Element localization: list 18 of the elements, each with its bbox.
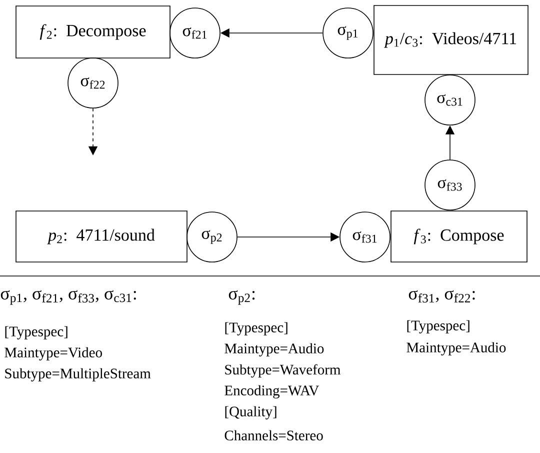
sigma-list-heading: σ$_{p2}$: [228,290,255,305]
process-box: p$_{2}$: 4711/sound [16,210,188,262]
attribute-text: Encoding=WAV [224,385,319,398]
attribute-text: Maintype=Audio [224,343,324,356]
process-box: f$_{2}$: Decompose [16,6,170,58]
attribute-text: Subtype=Waveform [225,364,341,378]
process-box: f$_{3}$: Compose [390,210,528,262]
attribute-text: Subtype=MultipleStream [5,368,151,382]
attribute-text: [Typespec] [225,322,288,336]
attribute-text: Maintype=Audio [406,342,506,356]
attribute-text: [Typespec] [407,320,470,334]
process-box: p$_{1}$/c$_{3}$: Videos/4711 [374,5,528,75]
sigma-list-heading: σ$_{f31}$, σ$_{f22}$: [408,290,475,302]
attribute-text: [Quality] [225,406,276,420]
sigma-list-heading: σ$_{p1}$, σ$_{f21}$, σ$_{f33}$, σ$_{c31}$: [0,290,136,305]
attribute-text: Channels=Stereo [224,430,323,440]
attribute-text: [Typespec] [5,326,68,340]
attribute-text: Maintype=Video [4,347,102,360]
